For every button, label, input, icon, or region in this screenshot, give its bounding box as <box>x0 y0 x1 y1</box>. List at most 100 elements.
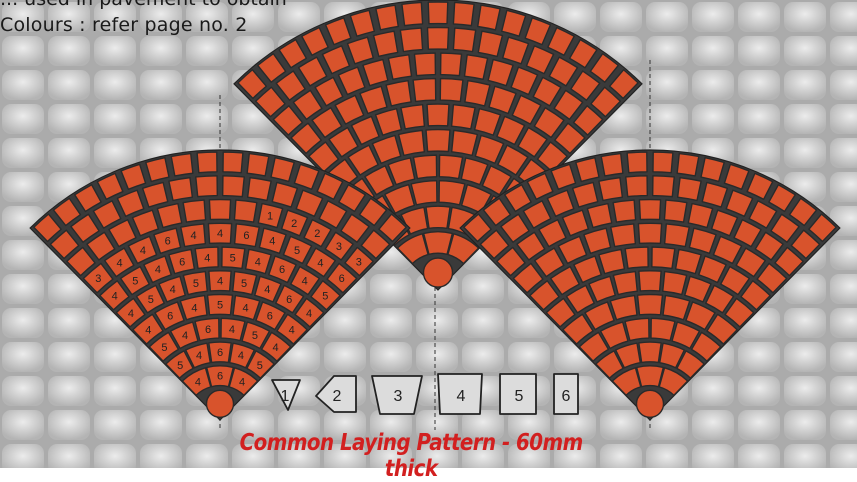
paver-number: 5 <box>148 294 154 306</box>
paver-number: 6 <box>339 273 345 285</box>
paver-block <box>638 295 663 315</box>
paver-block <box>248 178 271 201</box>
paver-number: 4 <box>128 308 134 320</box>
paver-number: 6 <box>267 311 273 323</box>
paver-block <box>663 272 687 295</box>
paver-block <box>478 5 500 30</box>
paver-block <box>613 200 635 222</box>
paver-number: 4 <box>242 302 248 314</box>
paver-number: 5 <box>241 278 247 290</box>
paver-number: 6 <box>205 324 211 336</box>
paver-block <box>665 224 690 247</box>
legend-shape-6: 6 <box>554 374 578 414</box>
paver-block <box>478 31 502 56</box>
paver-number: 4 <box>112 290 118 302</box>
paver-number: 4 <box>229 324 235 336</box>
paver-number: 4 <box>255 256 261 268</box>
paver-number: 4 <box>217 276 223 288</box>
paver-number: 4 <box>239 377 245 389</box>
paver-number: 4 <box>264 284 270 296</box>
paver-block <box>651 318 675 340</box>
paver-block <box>452 105 475 129</box>
paver-block <box>639 342 661 362</box>
paver-number: 5 <box>193 278 199 290</box>
legend-shape-3: 3 <box>372 376 422 414</box>
legend-shape-4: 4 <box>438 374 482 414</box>
paver-number: 2 <box>314 228 320 240</box>
paver-number: 5 <box>177 360 183 372</box>
paver-block <box>169 178 192 201</box>
paver-number: 6 <box>167 311 173 323</box>
paver-block <box>625 247 648 268</box>
paver-block <box>625 318 649 340</box>
paver-block <box>611 224 636 247</box>
paver-block <box>376 5 398 30</box>
paver-block <box>171 154 193 176</box>
paver-number: 6 <box>165 236 171 248</box>
legend-shape-1: 1 <box>272 380 300 410</box>
paver-block <box>639 271 661 291</box>
paver-block <box>639 200 660 220</box>
paver-block <box>401 105 424 129</box>
paver-block <box>652 247 675 268</box>
legend-shape-2: 2 <box>316 376 356 412</box>
paver-block <box>601 154 623 176</box>
paver-block <box>613 272 637 295</box>
paver-number: 5 <box>252 330 258 342</box>
paver-number: 4 <box>302 276 308 288</box>
paver-number: 4 <box>306 308 312 320</box>
paver-number: 4 <box>217 228 223 240</box>
paver-block <box>413 155 436 178</box>
paver-block <box>400 28 422 51</box>
legend-shape-label: 2 <box>333 388 342 405</box>
paver-block <box>234 200 256 222</box>
legend-shape-label: 3 <box>394 388 403 405</box>
paver-block <box>247 154 269 176</box>
paver-block <box>386 81 411 106</box>
paver-block <box>465 55 488 79</box>
paver-number: 1 <box>267 210 273 222</box>
paver-block <box>439 155 462 178</box>
paver-block <box>638 223 661 243</box>
legend-shape-label: 6 <box>562 388 571 405</box>
paver-block <box>627 152 647 173</box>
paver-block <box>453 28 475 51</box>
paver-block <box>197 152 217 173</box>
legend-shape-label: 5 <box>515 388 524 405</box>
paver-number: 5 <box>161 342 167 354</box>
paver-block <box>664 200 686 222</box>
paver-block <box>653 152 673 173</box>
paver-block <box>440 79 463 102</box>
paver-block <box>424 232 453 255</box>
paver-number: 4 <box>317 257 323 269</box>
laying-pattern-caption: Common Laying Pattern - 60mm thick <box>222 430 600 482</box>
paver-block <box>427 104 449 126</box>
paver-block <box>441 53 462 76</box>
paver-number: 4 <box>204 252 210 264</box>
paver-number: 5 <box>230 252 236 264</box>
paver-block <box>223 152 243 173</box>
paver-number: 4 <box>182 330 188 342</box>
paver-block <box>678 178 701 201</box>
paver-block <box>465 81 490 106</box>
paver-block <box>388 55 411 79</box>
paver-block <box>223 176 245 197</box>
paver-block <box>426 130 450 152</box>
paver-number: 4 <box>140 245 146 257</box>
legend-shape-5: 5 <box>500 374 536 414</box>
paver-block <box>453 2 474 25</box>
paver-number: 4 <box>155 264 161 276</box>
paver-number: 4 <box>238 350 244 362</box>
paver-number: 6 <box>179 256 185 268</box>
paver-number: 4 <box>196 350 202 362</box>
paver-number: 6 <box>286 294 292 306</box>
legend-shape-label: 1 <box>281 388 290 405</box>
paver-number: 5 <box>257 360 263 372</box>
paver-block <box>439 181 465 205</box>
paver-number: 5 <box>322 290 328 302</box>
tip-block <box>424 258 453 287</box>
paver-block <box>626 176 648 197</box>
paver-block <box>653 176 675 197</box>
paver-number: 4 <box>269 236 275 248</box>
paver-block <box>374 31 398 56</box>
